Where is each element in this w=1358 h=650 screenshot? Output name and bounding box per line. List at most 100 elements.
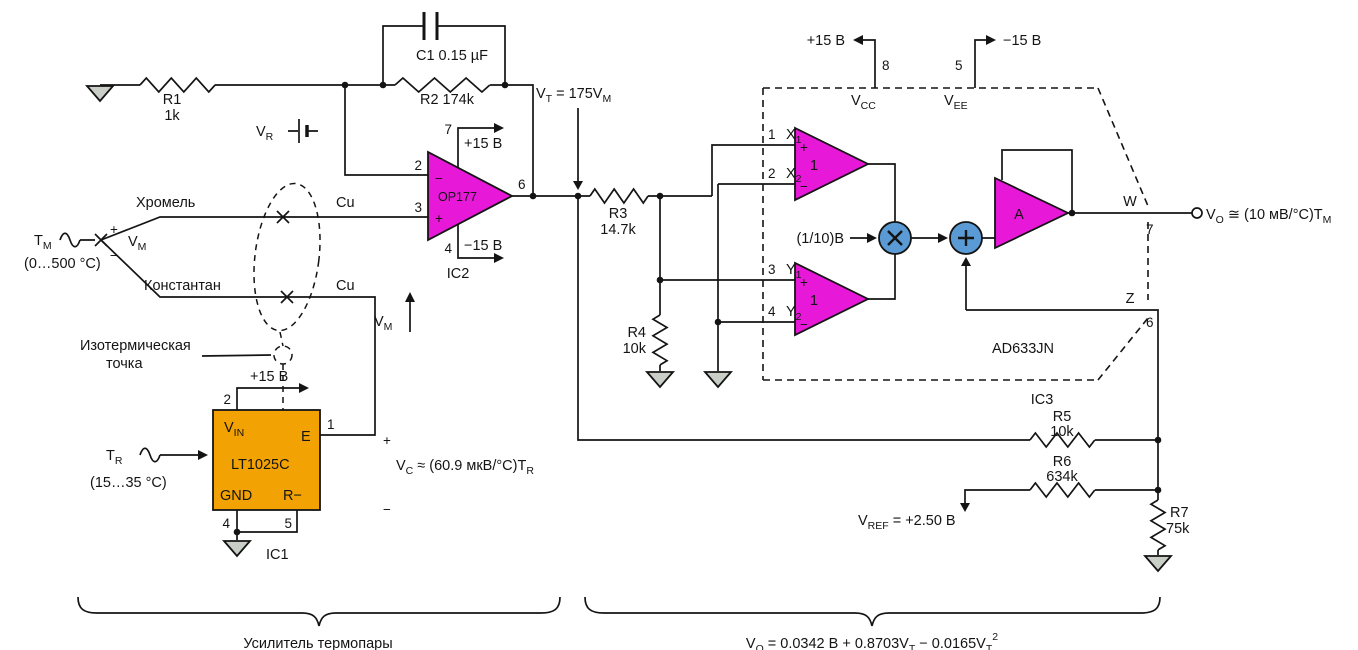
opamp-pin7: 7 bbox=[444, 122, 452, 137]
r5-label: R5 bbox=[1053, 409, 1072, 425]
opamp-pin2: 2 bbox=[414, 158, 422, 173]
junction-dots bbox=[233, 81, 1162, 536]
arrow-up-icon bbox=[961, 257, 971, 266]
chromel-label: Хромель bbox=[136, 195, 195, 211]
r6-value: 634k bbox=[1046, 469, 1078, 485]
scale-label: (1/10)В bbox=[796, 231, 844, 247]
isothermal-dashes bbox=[279, 331, 284, 410]
tm-label: TM bbox=[34, 233, 52, 252]
lt1025-pin2: 2 bbox=[223, 392, 231, 407]
opamp-vplus: +15 В bbox=[464, 136, 502, 152]
r3-value: 14.7k bbox=[600, 222, 636, 238]
arrow-right-icon bbox=[198, 450, 208, 460]
lt1025-pin4: 4 bbox=[222, 516, 230, 531]
opamp-pin3: 3 bbox=[414, 200, 422, 215]
vm-label: VM bbox=[128, 234, 146, 253]
tm-plus: + bbox=[110, 222, 118, 237]
lt1025-pin1: 1 bbox=[327, 417, 335, 432]
output-amp-label: A bbox=[1014, 207, 1024, 223]
r6-label: R6 bbox=[1053, 454, 1072, 470]
y1-pin-number: 3 bbox=[768, 262, 776, 277]
arrow-right-icon bbox=[867, 233, 877, 243]
ic1-label: IC1 bbox=[266, 547, 289, 563]
opamp-name: OP177 bbox=[438, 190, 477, 204]
arrow-right-icon bbox=[938, 233, 948, 243]
ground-icon bbox=[222, 540, 252, 558]
arrow-right-icon bbox=[494, 123, 504, 133]
cu-top-label: Cu bbox=[336, 195, 355, 211]
y2-pin-number: 4 bbox=[768, 304, 776, 319]
opamp-plus-sign: + bbox=[435, 211, 443, 226]
ground-symbols bbox=[85, 85, 1173, 573]
ad633-package-outline bbox=[762, 87, 1149, 381]
r4-label: R4 bbox=[627, 325, 646, 341]
brace-left bbox=[77, 596, 561, 627]
tr-label: TR bbox=[106, 448, 123, 467]
arrow-up-icon bbox=[405, 292, 415, 302]
arrow-down-icon bbox=[960, 503, 970, 512]
lt1025-gnd: GND bbox=[220, 488, 252, 504]
supply-plus15-top: +15 В bbox=[807, 33, 845, 49]
arrow-down-icon bbox=[573, 181, 583, 190]
x-buffer-minus-sign: − bbox=[800, 179, 808, 194]
tm-minus: − bbox=[110, 248, 118, 263]
vcc-label: VCC bbox=[851, 93, 876, 112]
r3-label: R3 bbox=[609, 206, 628, 222]
arrow-right-icon bbox=[986, 35, 996, 45]
r7-label: R7 bbox=[1170, 505, 1189, 521]
arrow-right-icon bbox=[299, 383, 309, 393]
vee-label: VEE bbox=[944, 93, 968, 112]
c1-label: C1 0.15 µF bbox=[416, 48, 488, 64]
vc-label: VC ≈ (60.9 мкВ/°C)TR bbox=[396, 458, 534, 477]
lt1025-pin5: 5 bbox=[284, 516, 292, 531]
lt1025-e: E bbox=[301, 429, 311, 445]
x-buffer-triangle bbox=[794, 126, 871, 202]
lt1025-vplus: +15 В bbox=[250, 369, 288, 385]
resistor-zigzags bbox=[139, 76, 1167, 551]
ad633-pin8: 8 bbox=[882, 58, 890, 73]
vt-label: VT = 175VM bbox=[536, 86, 611, 105]
cu-bottom-label: Cu bbox=[336, 278, 355, 294]
ad633-pin5: 5 bbox=[955, 58, 963, 73]
isothermal-circle bbox=[273, 345, 293, 365]
vref-label: VREF = +2.50 В bbox=[858, 513, 956, 532]
vc-minus-sign: − bbox=[383, 502, 391, 517]
caption-left: Усилитель термопары bbox=[243, 636, 392, 650]
vm-arrow-label: VM bbox=[374, 314, 392, 333]
ground-icon bbox=[85, 85, 115, 103]
ad633-label: AD633JN bbox=[992, 341, 1054, 357]
y2-pin-name: Y2 bbox=[786, 304, 802, 323]
ground-icon bbox=[645, 371, 675, 389]
x-buffer-plus-sign: + bbox=[800, 140, 808, 155]
opamp-pin6: 6 bbox=[518, 177, 526, 192]
r1-label: R1 bbox=[163, 92, 182, 108]
capacitor-c1 bbox=[422, 12, 439, 40]
w-pin-number: 7 bbox=[1146, 222, 1154, 237]
wires bbox=[80, 25, 1192, 555]
supply-minus15-top: −15 В bbox=[1003, 33, 1041, 49]
ground-icon bbox=[703, 371, 733, 389]
multiply-symbol-icon bbox=[887, 230, 903, 246]
x1-pin-number: 1 bbox=[768, 127, 776, 142]
y1-pin-name: Y1 bbox=[786, 262, 802, 281]
y-buffer-triangle bbox=[794, 261, 871, 337]
lt1025-box bbox=[212, 409, 321, 511]
vout-label: VO ≅ (10 мВ/°C)TM bbox=[1206, 207, 1331, 226]
opamp-minus-sign: − bbox=[435, 171, 443, 186]
lt1025-rminus: R− bbox=[283, 488, 302, 504]
w-label: W bbox=[1123, 194, 1137, 210]
ic2-label: IC2 bbox=[447, 266, 470, 282]
r7-value: 75k bbox=[1166, 521, 1190, 537]
opamp-triangle bbox=[427, 150, 514, 242]
vr-label: VR bbox=[256, 124, 274, 143]
z-label: Z bbox=[1126, 291, 1135, 307]
y-buffer-gain: 1 bbox=[810, 293, 818, 309]
r2-label: R2 174k bbox=[420, 92, 475, 108]
lt1025-vin: VIN bbox=[224, 420, 244, 439]
tm-range: (0…500 °C) bbox=[24, 256, 101, 272]
opamp-pin4: 4 bbox=[444, 241, 452, 256]
arrowheads bbox=[198, 35, 996, 512]
isothermal-label-1: Изотермическая bbox=[80, 338, 191, 354]
